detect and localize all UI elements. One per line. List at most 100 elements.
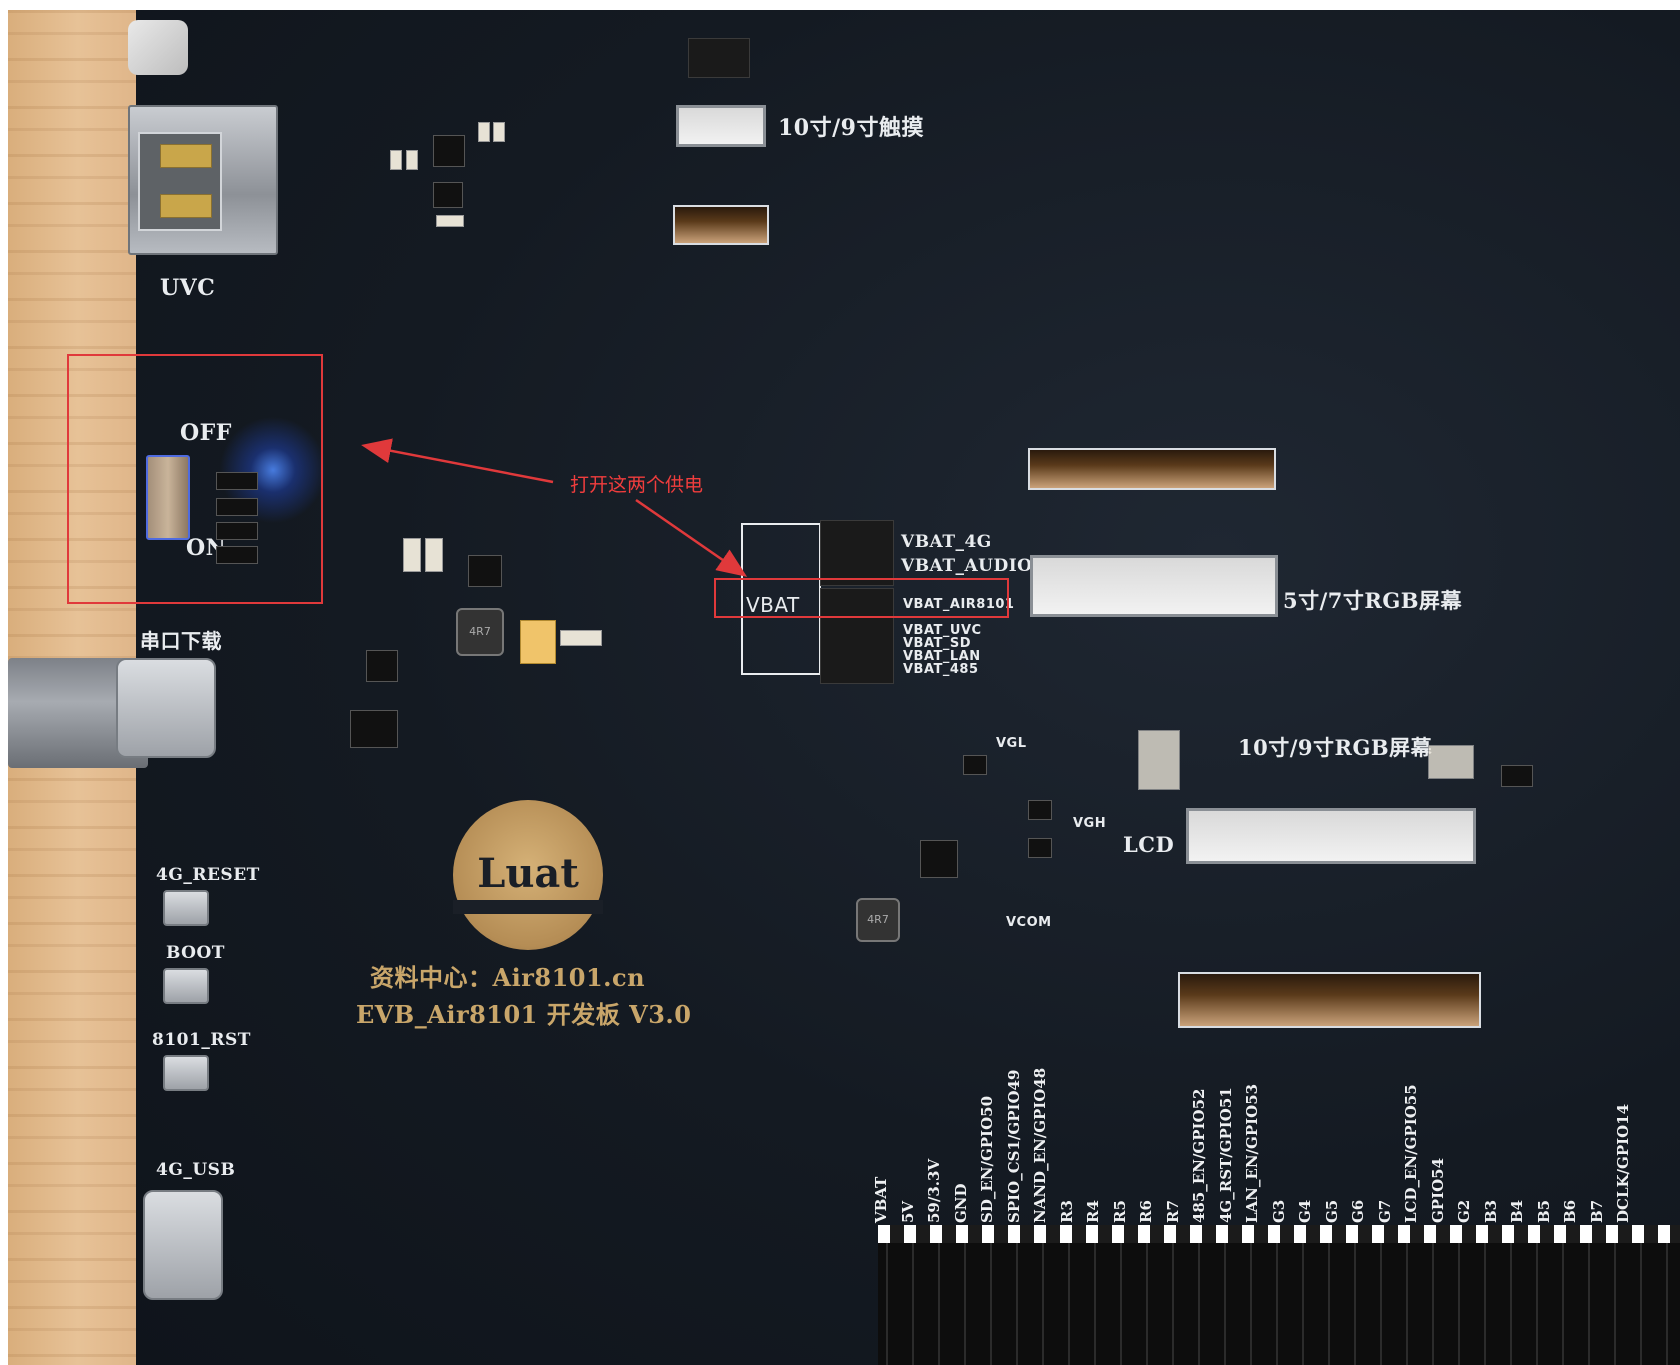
pin-header: [688, 38, 750, 78]
highlight-box-vbat-air8101: [714, 578, 1009, 618]
capacitor: [406, 150, 418, 170]
header-pin-label: DCLK/GPIO14: [1614, 1103, 1632, 1223]
rgb-5-7-fpc-connector: [1030, 555, 1278, 617]
transistor: [1028, 838, 1052, 858]
transistor: [1501, 765, 1533, 787]
ic-chip: [366, 650, 398, 682]
vgl-label: VGL: [996, 736, 1027, 751]
resistor-array: [1428, 745, 1474, 779]
vbat-485-label: VBAT_485: [903, 662, 979, 677]
8101-rst-button: [163, 1055, 209, 1091]
header-pin-label: NAND_EN/GPIO48: [1031, 1067, 1049, 1223]
header-pin-label: 485_EN/GPIO52: [1190, 1088, 1208, 1223]
diode: [216, 522, 258, 540]
serial-download-label: 串口下载: [140, 629, 222, 653]
board-slot: [1028, 448, 1276, 490]
header-pin-label: GND: [951, 1183, 970, 1223]
vbat-audio-label: VBAT_AUDIO: [901, 556, 1033, 576]
arrow-to-power-switch: [361, 438, 554, 484]
vbat-air8101-label: VBAT_AIR8101: [903, 597, 1015, 612]
usb-a-port: [128, 105, 278, 255]
ic-chip: [433, 182, 463, 208]
rgb-10-9-fpc-connector: [1186, 808, 1476, 864]
logo-text: Luat: [477, 850, 579, 897]
ic-chip: [920, 840, 958, 878]
board-name-label: EVB_Air8101 开发板 V3.0: [356, 1000, 692, 1029]
header-pin-label: G6: [1349, 1199, 1367, 1223]
btn-4g-reset-label: 4G_RESET: [156, 865, 260, 885]
vbat-lan-label: VBAT_LAN: [903, 649, 981, 664]
header-pin-label: R6: [1137, 1200, 1155, 1223]
header-pin-label: B7: [1587, 1199, 1606, 1223]
power-switch: [146, 455, 190, 540]
tantalum-capacitor: [520, 620, 556, 664]
resource-center-label: 资料中心：Air8101.cn: [370, 963, 646, 992]
transistor: [963, 755, 987, 775]
vbat-uvc-label: VBAT_UVC: [903, 623, 982, 638]
board-slot: [1178, 972, 1481, 1028]
rgb-10-9-label: 10寸/9寸RGB屏幕: [1238, 735, 1433, 760]
gpio-pin-header: [878, 1225, 1680, 1365]
header-pin-label: LAN_EN/GPIO53: [1243, 1083, 1261, 1223]
highlight-box-power-switch: [67, 354, 323, 604]
rgb-5-7-label: 5寸/7寸RGB屏幕: [1283, 588, 1463, 613]
usb-a-contact: [160, 194, 212, 218]
4g-reset-button: [163, 890, 209, 926]
header-pin-label: B5: [1534, 1199, 1553, 1223]
ic-chip: [350, 710, 398, 748]
vgh-label: VGH: [1073, 816, 1107, 831]
capacitor: [493, 122, 505, 142]
header-pin-label: SD_EN/GPIO50: [978, 1095, 996, 1223]
touch-fpc-connector: [676, 105, 766, 147]
capacitor: [560, 630, 602, 646]
arrow-to-vbat-switch: [635, 498, 748, 577]
luat-logo: Luat: [453, 800, 603, 950]
uvc-label: UVC: [160, 275, 216, 301]
header-pin-label: SPIO_CS1/GPIO49: [1004, 1069, 1023, 1223]
touch-label: 10寸/9寸触摸: [778, 115, 924, 141]
capacitor: [436, 215, 464, 227]
header-pin-label: R7: [1163, 1200, 1182, 1223]
hex-standoff: [128, 20, 188, 75]
header-pin-label: B3: [1481, 1199, 1500, 1223]
header-pin-label: 5V: [898, 1200, 917, 1223]
annotation-arrows: [361, 438, 748, 577]
boot-button: [163, 968, 209, 1004]
header-pin-label: G3: [1269, 1199, 1288, 1223]
btn-boot-label: BOOT: [166, 943, 225, 963]
diode: [216, 498, 258, 516]
photo-frame: UVC 10寸/9寸触摸 OFF ON 4R7 串口下载 VBAT VBAT_4…: [8, 10, 1680, 1365]
4g-usb-label: 4G_USB: [156, 1160, 236, 1180]
usb-a-contact: [160, 144, 212, 168]
capacitor: [478, 122, 490, 142]
vbat-sd-label: VBAT_SD: [903, 636, 972, 651]
lcd-label: LCD: [1123, 832, 1175, 857]
vcom-label: VCOM: [1006, 915, 1052, 930]
vbat-label: VBAT: [746, 593, 800, 617]
header-pin-label: GPIO54: [1428, 1157, 1447, 1223]
header-pin-label: LCD_EN/GPIO55: [1402, 1084, 1420, 1223]
annotation-text: 打开这两个供电: [570, 474, 704, 496]
pcb-board: [136, 10, 1680, 1365]
4g-usb-port: [143, 1190, 223, 1300]
board-slot: [673, 205, 769, 245]
ic-chip: [433, 135, 465, 167]
header-pin-label: G7: [1375, 1199, 1394, 1223]
diode: [216, 546, 258, 564]
header-pin-label: B6: [1561, 1199, 1579, 1223]
dip-switch-lower: [820, 588, 894, 684]
capacitor: [425, 538, 443, 572]
header-pin-label: VBAT: [872, 1176, 890, 1223]
transistor: [1028, 800, 1052, 820]
header-pin-label: G5: [1322, 1199, 1341, 1223]
header-pin-label: R3: [1057, 1200, 1076, 1223]
capacitor: [390, 150, 402, 170]
usb-a-socket: [138, 132, 222, 231]
logo-band: [453, 900, 603, 914]
header-pin-label: G2: [1455, 1199, 1473, 1223]
header-pin-label: R5: [1110, 1200, 1129, 1223]
header-pin-label: G4: [1296, 1199, 1314, 1223]
capacitor: [403, 538, 421, 572]
header-pin-label: R4: [1084, 1200, 1102, 1223]
ic-chip: [468, 555, 502, 587]
